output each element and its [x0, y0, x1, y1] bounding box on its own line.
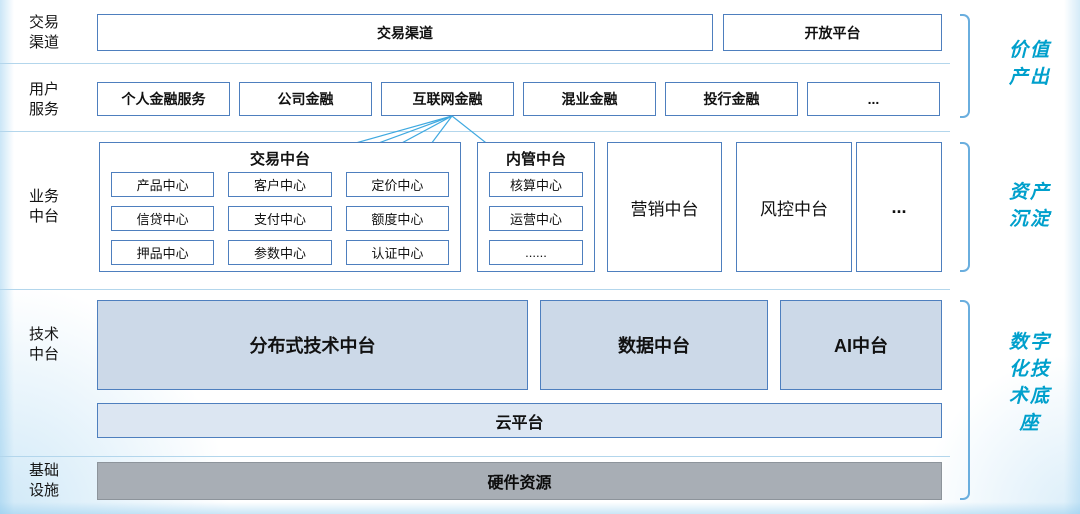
row-label-line: 设施 — [28, 481, 59, 499]
row-label-line: 技术 — [28, 326, 59, 343]
row-label-line: 业务 — [28, 188, 59, 205]
cloud-platform-box: 云平台 — [97, 403, 942, 438]
trade-channel-box: 交易渠道 — [97, 14, 713, 51]
annotation-digital-tech-foundation: 数字 化技 术底 座 — [998, 330, 1062, 438]
row-label-infrastructure: 基础 设施 — [4, 461, 84, 501]
row-label-user-services: 用户 服务 — [4, 80, 84, 120]
center-cell: ...... — [489, 240, 583, 265]
row-label-business-middle: 业务 中台 — [4, 187, 84, 227]
bracket-digital-tech-foundation — [960, 300, 970, 500]
internal-center-list: 核算中心 运营中心 ...... — [489, 172, 583, 265]
row-label-line: 交易 — [28, 14, 59, 31]
service-box-personal-finance: 个人金融服务 — [97, 82, 230, 116]
group-title: 交易中台 — [249, 151, 310, 168]
annotation-line: 价值 — [1008, 40, 1051, 61]
center-cell: 核算中心 — [489, 172, 583, 197]
center-cell: 押品中心 — [111, 240, 215, 265]
marketing-platform-box: 营销中台 — [607, 142, 722, 272]
hardware-resources-box: 硬件资源 — [97, 462, 942, 500]
annotation-line: 数字 — [1008, 332, 1051, 353]
center-cell: 定价中心 — [345, 172, 449, 197]
annotation-line: 座 — [1019, 412, 1041, 434]
row-label-line: 基础 — [28, 462, 59, 479]
row-label-line: 服务 — [28, 100, 59, 118]
service-box-corporate-finance: 公司金融 — [239, 82, 372, 116]
service-box-internet-finance: 互联网金融 — [381, 82, 514, 116]
data-platform-box: 数据中台 — [540, 300, 768, 390]
center-cell: 额度中心 — [345, 206, 449, 231]
row-label-line: 中台 — [28, 207, 59, 225]
annotation-line: 资产 — [1008, 182, 1051, 203]
separator-line — [0, 456, 950, 457]
center-cell: 运营中心 — [489, 206, 583, 231]
separator-line — [0, 63, 950, 64]
internal-mgmt-platform-group: 内管中台 核算中心 运营中心 ...... — [477, 142, 595, 272]
annotation-line: 化技 — [1008, 358, 1051, 380]
trade-center-grid: 产品中心 客户中心 定价中心 信贷中心 支付中心 额度中心 押品中心 参数中心 … — [111, 172, 449, 265]
service-box-investment-banking: 投行金融 — [665, 82, 798, 116]
center-cell: 认证中心 — [345, 240, 449, 265]
more-platform-box: ... — [856, 142, 942, 272]
bracket-value-output — [960, 14, 970, 118]
separator-line — [0, 289, 950, 290]
trade-middle-platform-group: 交易中台 产品中心 客户中心 定价中心 信贷中心 支付中心 额度中心 押品中心 … — [99, 142, 461, 272]
distributed-tech-platform-box: 分布式技术中台 — [97, 300, 528, 390]
row-label-line: 中台 — [28, 345, 59, 363]
row-label-line: 用户 — [28, 81, 59, 98]
center-cell: 支付中心 — [228, 206, 332, 231]
annotation-line: 术底 — [1008, 385, 1051, 407]
annotation-value-output: 价值 产出 — [998, 38, 1062, 92]
annotation-asset-accumulation: 资产 沉淀 — [998, 180, 1062, 234]
row-label-tech-middle: 技术 中台 — [4, 325, 84, 365]
center-cell: 客户中心 — [228, 172, 332, 197]
row-label-line: 渠道 — [28, 33, 59, 51]
risk-control-platform-box: 风控中台 — [736, 142, 852, 272]
annotation-line: 沉淀 — [1008, 208, 1051, 230]
group-title: 内管中台 — [505, 151, 566, 168]
separator-line — [0, 131, 950, 132]
service-box-more: ... — [807, 82, 940, 116]
center-cell: 信贷中心 — [111, 206, 215, 231]
service-box-mixed-finance: 混业金融 — [523, 82, 656, 116]
center-cell: 参数中心 — [228, 240, 332, 265]
center-cell: 产品中心 — [111, 172, 215, 197]
annotation-line: 产出 — [1008, 66, 1051, 88]
ai-platform-box: AI中台 — [780, 300, 942, 390]
open-platform-box: 开放平台 — [723, 14, 942, 51]
row-label-channels: 交易 渠道 — [4, 13, 84, 53]
bracket-asset-accumulation — [960, 142, 970, 272]
